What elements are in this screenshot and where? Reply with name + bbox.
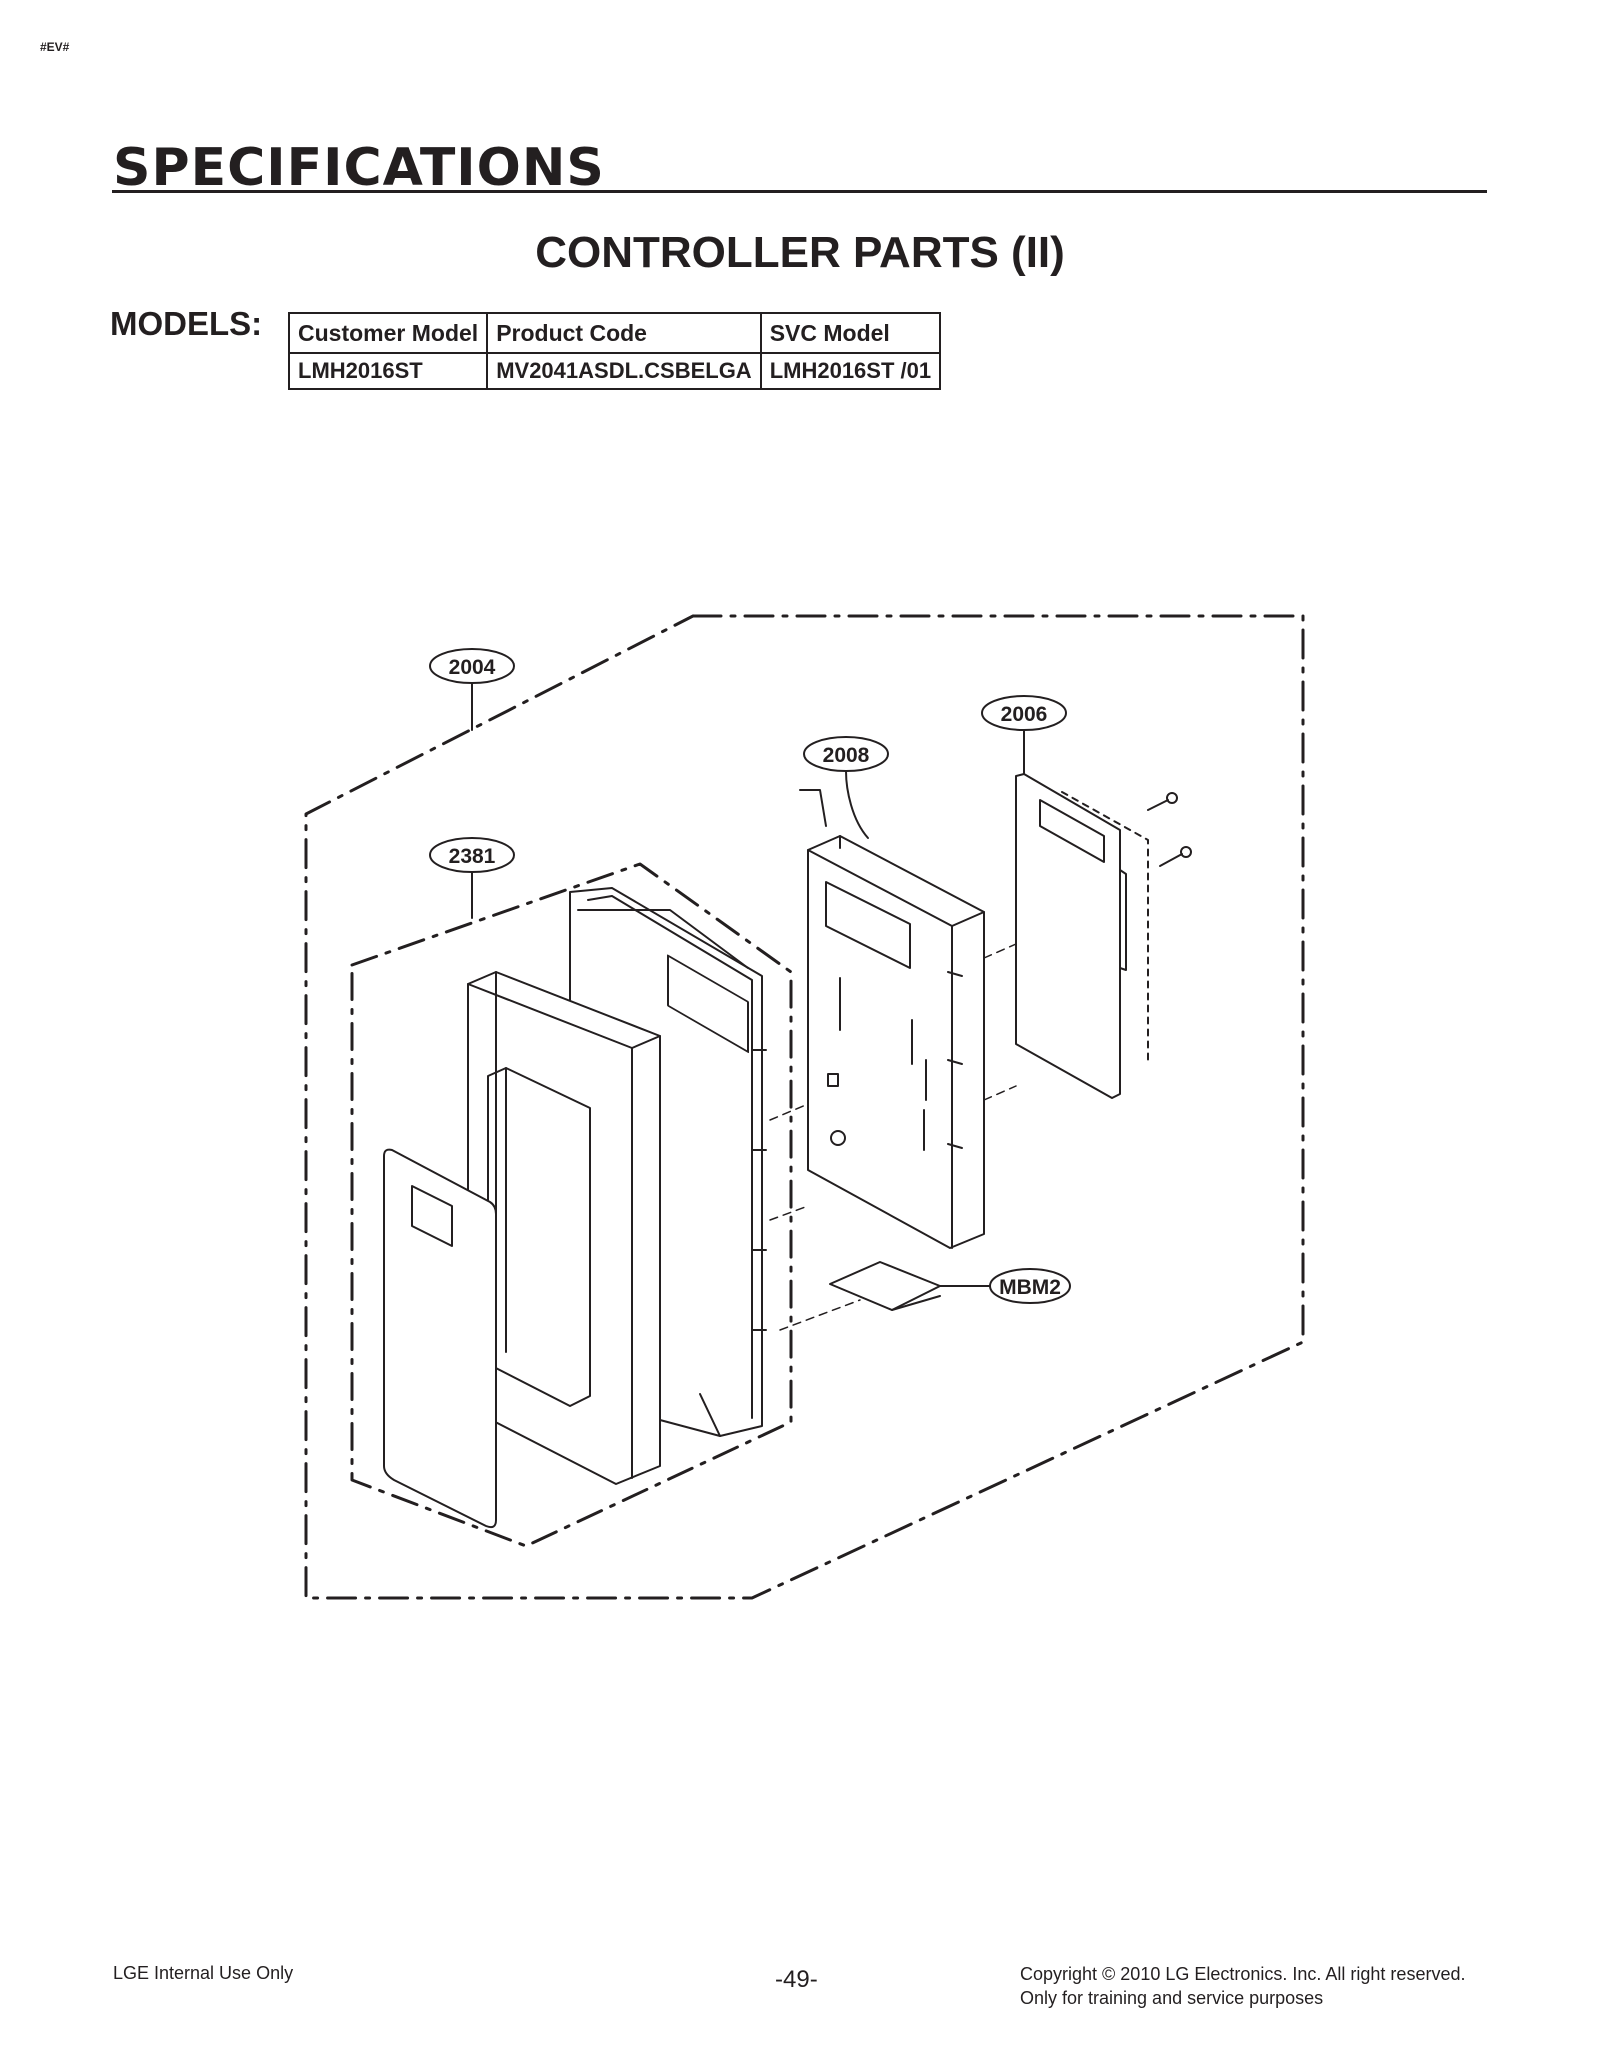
callout-2004: 2004 xyxy=(449,656,496,679)
models-table: Customer Model Product Code SVC Model LM… xyxy=(287,312,942,390)
models-label: MODELS: xyxy=(110,305,263,342)
callout-2006: 2006 xyxy=(1001,703,1048,726)
footer-training-note: Only for training and service purposes xyxy=(1020,1988,1324,2008)
cell-svc-model: LMH2016ST /01 xyxy=(759,352,942,390)
callout-2381: 2381 xyxy=(449,845,496,868)
assembly-guides xyxy=(769,943,1017,1331)
corner-tag: #EV# xyxy=(40,40,70,54)
footer-copyright: Copyright © 2010 LG Electronics. Inc. Al… xyxy=(1020,1964,1466,1984)
models-table-header-row: Customer Model Product Code SVC Model xyxy=(287,312,942,354)
keypad-membrane xyxy=(383,1148,497,1529)
inner-boundary-line xyxy=(350,862,793,1548)
outer-boundary-line xyxy=(304,614,1305,1600)
callout-2004-ellipse xyxy=(429,648,515,684)
page-title: CONTROLLER PARTS (II) xyxy=(535,228,1065,277)
footer-copyright-block: Copyright © 2010 LG Electronics. Inc. Al… xyxy=(1020,1962,1465,2010)
title-rule xyxy=(112,190,1487,193)
callout-2381-ellipse xyxy=(429,837,515,873)
models-table-row: LMH2016ST MV2041ASDL.CSBELGA LMH2016ST /… xyxy=(287,352,942,390)
screws xyxy=(1147,792,1192,867)
callout-2006-ellipse xyxy=(981,695,1067,731)
leader-2008 xyxy=(845,770,869,839)
mbm2-part xyxy=(829,1261,941,1311)
callout-mbm2: MBM2 xyxy=(999,1276,1061,1299)
pcb-board xyxy=(1015,773,1149,1099)
header-customer-model: Customer Model xyxy=(287,312,489,354)
cell-product-code: MV2041ASDL.CSBELGA xyxy=(486,352,762,390)
page-number: -49- xyxy=(775,1966,818,1993)
callout-mbm2-ellipse xyxy=(989,1268,1071,1304)
callout-2008-ellipse xyxy=(803,736,889,772)
section-title: SPECIFICATIONS xyxy=(113,138,605,198)
header-svc-model: SVC Model xyxy=(759,312,942,354)
pcb-bracket xyxy=(799,789,985,1249)
header-product-code: Product Code xyxy=(486,312,762,354)
footer-internal-use: LGE Internal Use Only xyxy=(113,1963,294,1983)
cell-customer-model: LMH2016ST xyxy=(287,352,489,390)
callout-2008: 2008 xyxy=(823,744,870,767)
